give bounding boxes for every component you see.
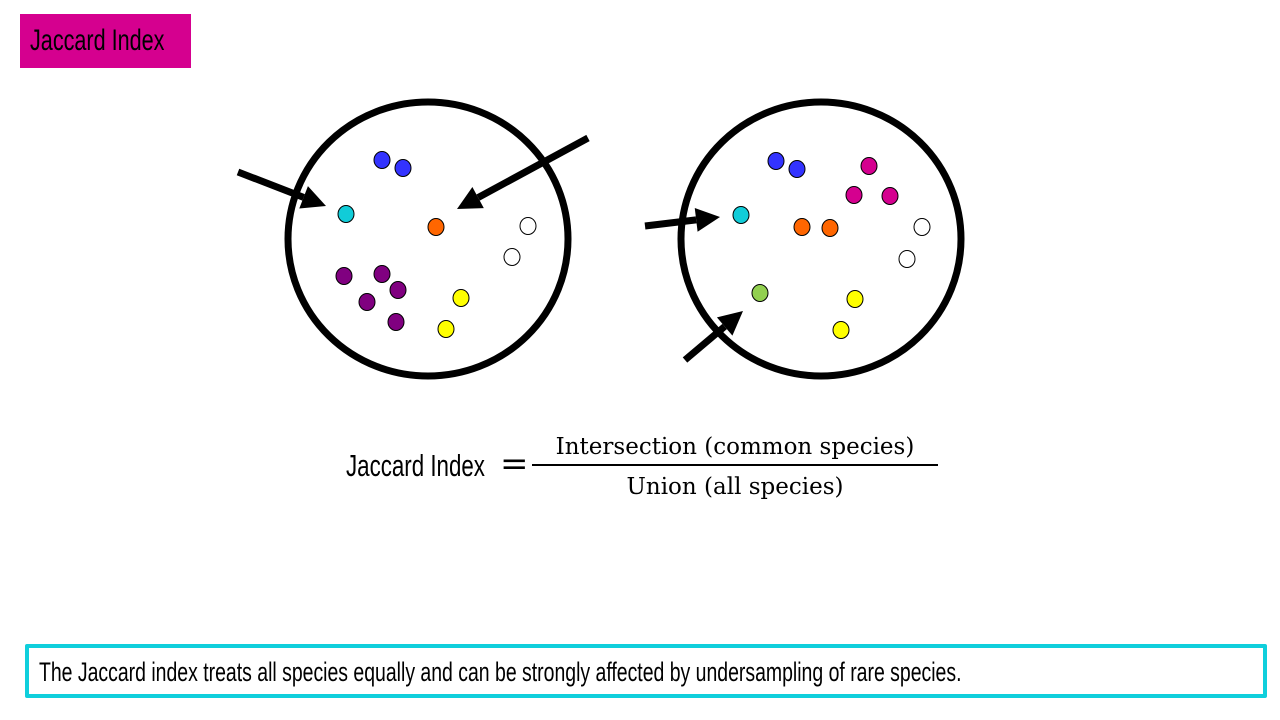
green-species-dot	[751, 284, 769, 302]
magenta-species-dot	[860, 157, 878, 175]
cyan-species-dot	[732, 206, 750, 224]
orange-species-dot	[821, 219, 839, 237]
blue-species-dot	[767, 152, 785, 170]
orange-species-dot	[793, 218, 811, 236]
white-species-dot	[519, 217, 537, 235]
purple-species-dot	[335, 267, 353, 285]
white-species-dot	[898, 250, 916, 268]
arrow-icon	[457, 134, 590, 209]
blue-species-dot	[373, 151, 391, 169]
formula-fraction: Intersection (common species) Union (all…	[532, 430, 938, 506]
formula-denominator: Union (all species)	[626, 474, 844, 500]
purple-species-dot	[389, 281, 407, 299]
white-species-dot	[503, 248, 521, 266]
white-species-dot	[913, 218, 931, 236]
purple-species-dot	[387, 313, 405, 331]
arrow-icon	[682, 311, 743, 363]
orange-species-dot	[427, 218, 445, 236]
arrow-icon	[236, 168, 326, 209]
sample-b-circle	[677, 98, 965, 380]
title-banner: Jaccard Index	[20, 14, 191, 68]
yellow-species-dot	[846, 290, 864, 308]
blue-species-dot	[394, 159, 412, 177]
note-box: The Jaccard index treats all species equ…	[25, 644, 1267, 698]
purple-species-dot	[358, 293, 376, 311]
formula-equals: =	[500, 444, 529, 484]
magenta-species-dot	[845, 186, 863, 204]
yellow-species-dot	[832, 321, 850, 339]
yellow-species-dot	[437, 320, 455, 338]
blue-species-dot	[788, 160, 806, 178]
arrow-icon	[644, 207, 720, 232]
note-text: The Jaccard index treats all species equ…	[39, 657, 962, 687]
sample-a-circle	[284, 98, 572, 380]
purple-species-dot	[373, 265, 391, 283]
yellow-species-dot	[452, 289, 470, 307]
magenta-species-dot	[881, 187, 899, 205]
formula-lhs: Jaccard Index	[346, 448, 485, 483]
cyan-species-dot	[337, 205, 355, 223]
slide-title: Jaccard Index	[30, 24, 165, 57]
formula-numerator: Intersection (common species)	[532, 430, 938, 466]
